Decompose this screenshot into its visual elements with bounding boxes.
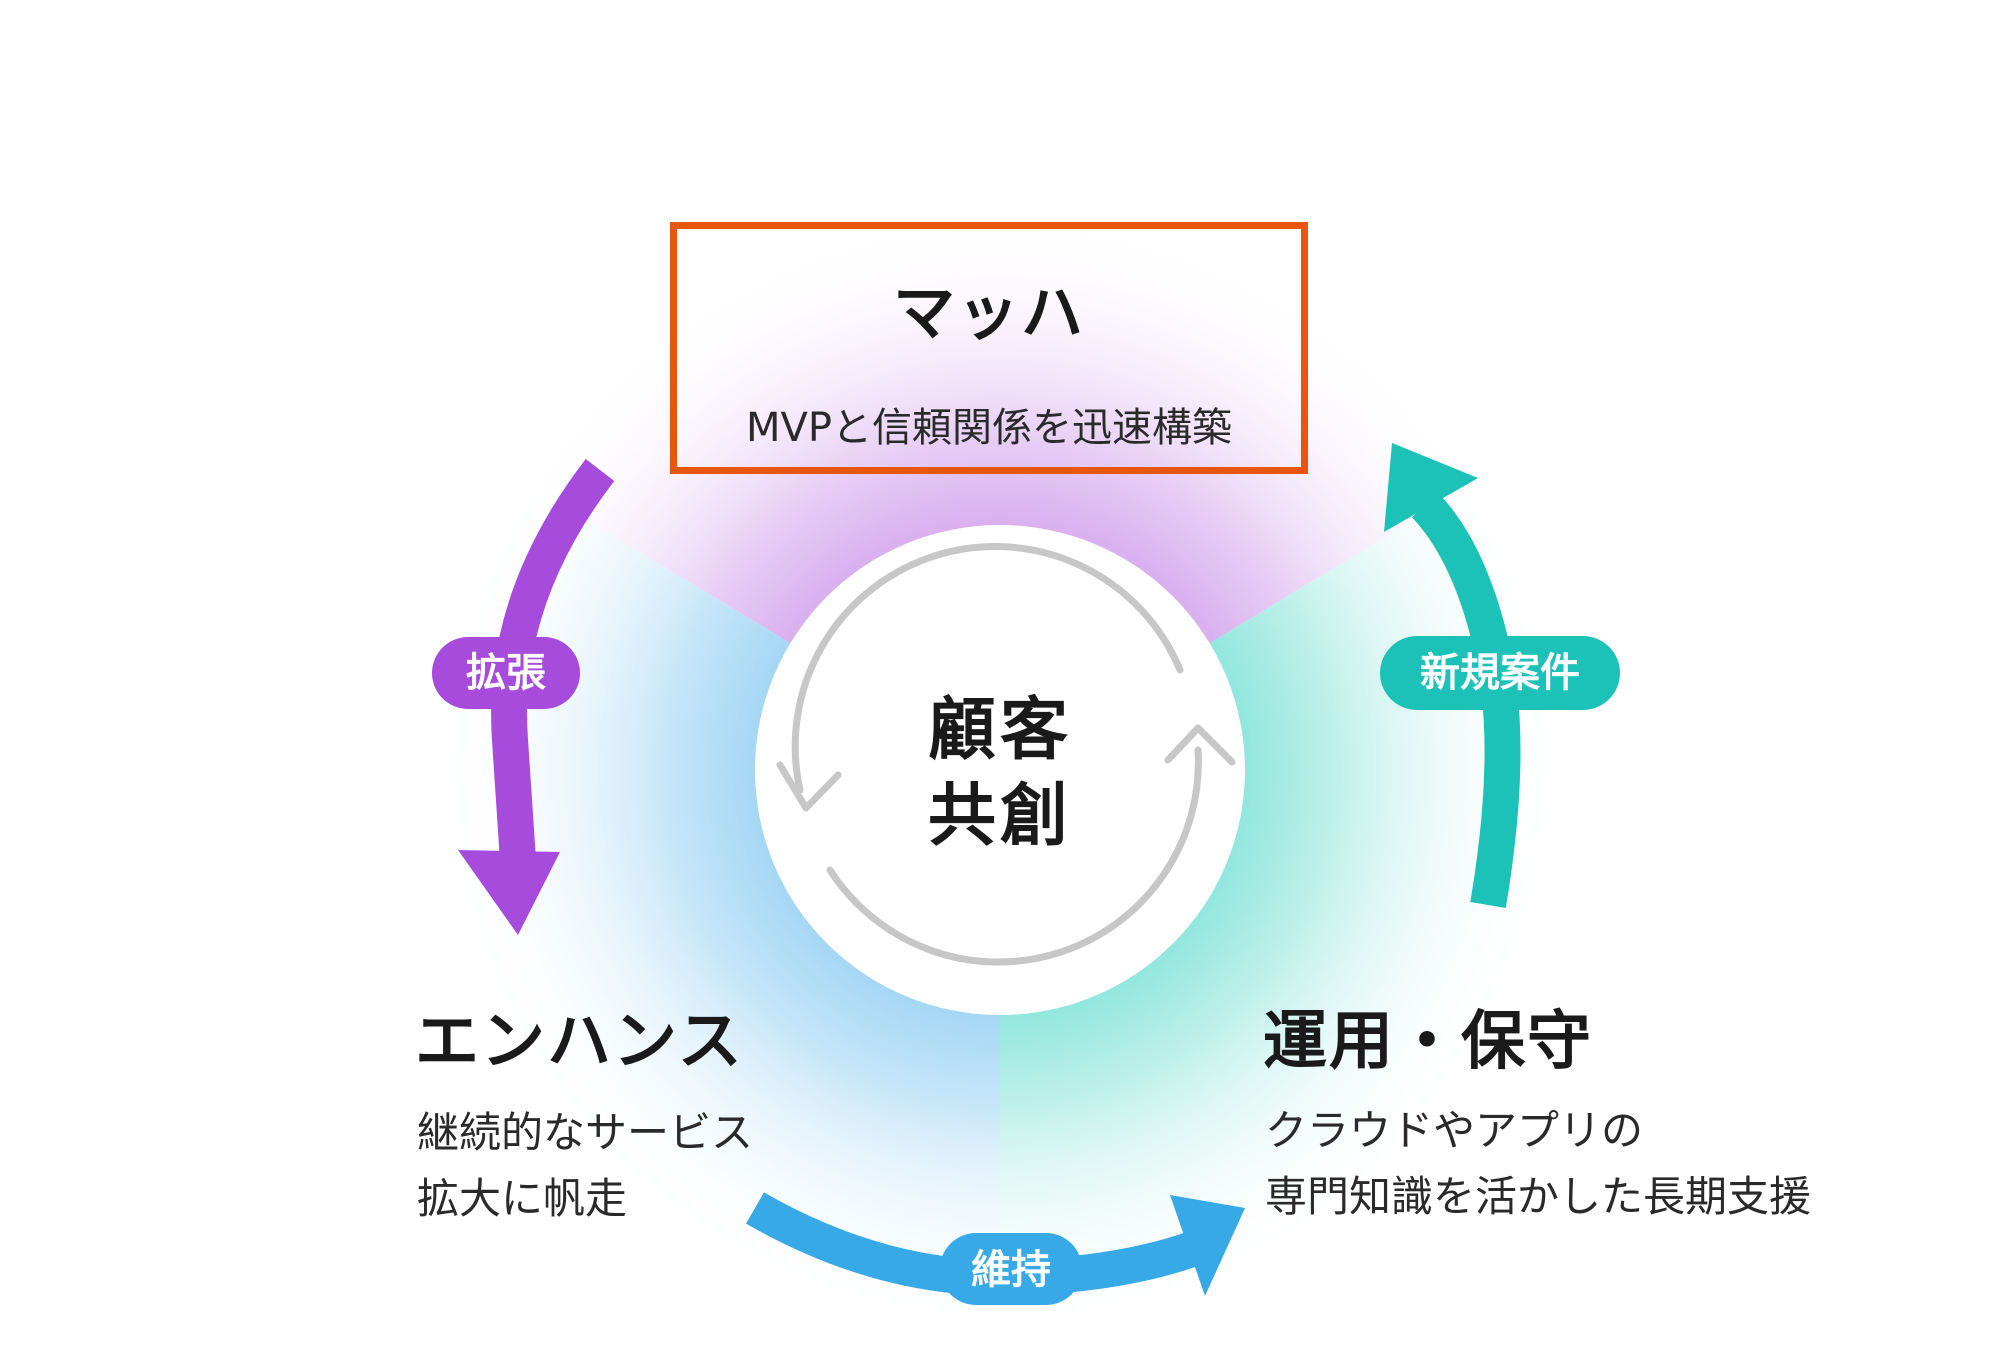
maintain-label: 維持 bbox=[971, 1247, 1051, 1293]
mach-description: MVPと信頼関係を迅速構築 bbox=[746, 405, 1232, 451]
enhance-description: 継続的なサービス 拡大に帆走 bbox=[417, 1100, 753, 1232]
maintain-arrow: 維持 bbox=[746, 1192, 1245, 1305]
operations-description: クラウドやアプリの 専門知識を活かした長期支援 bbox=[1265, 1098, 1811, 1230]
highlight-frame bbox=[670, 222, 1308, 474]
new-project-arrow: 新規案件 bbox=[1380, 443, 1620, 909]
expand-arrow: 拡張 bbox=[432, 459, 615, 935]
center-line-2: 共創 bbox=[927, 777, 1072, 856]
enhance-description-line-2: 拡大に帆走 bbox=[417, 1174, 628, 1223]
center-label: 顧客 共創 bbox=[880, 688, 1120, 860]
refresh-cycle-icon bbox=[776, 543, 1236, 966]
sector-top bbox=[512, 199, 1488, 770]
expand-label: 拡張 bbox=[466, 650, 546, 696]
center-line-1: 顧客 bbox=[927, 691, 1072, 770]
mach-title: マッハ bbox=[892, 276, 1085, 349]
center-circle bbox=[755, 525, 1245, 1015]
enhance-title: エンハンス bbox=[415, 1005, 744, 1079]
operations-description-line-2: 専門知識を活かした長期支援 bbox=[1265, 1172, 1812, 1221]
new-project-label: 新規案件 bbox=[1420, 650, 1580, 696]
operations-title: 運用・保守 bbox=[1263, 1005, 1593, 1079]
operations-description-line-1: クラウドやアプリの bbox=[1265, 1106, 1644, 1155]
enhance-description-line-1: 継続的なサービス bbox=[417, 1108, 754, 1157]
